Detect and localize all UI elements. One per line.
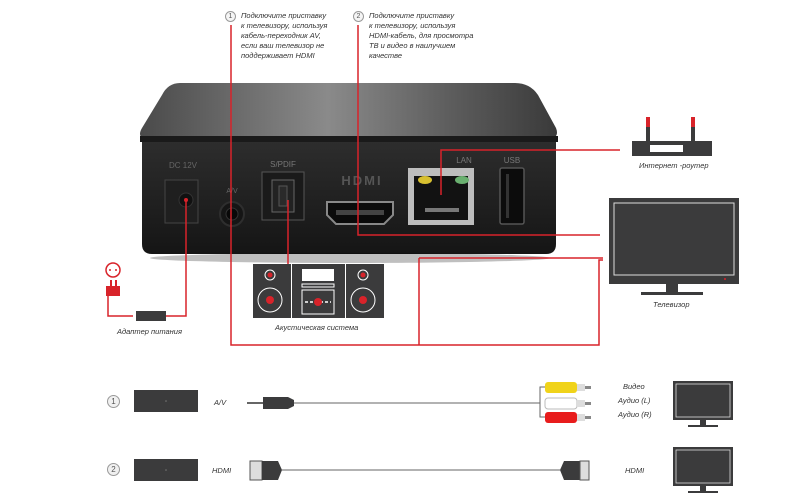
av-port <box>219 201 245 227</box>
instruction-2-text: Подключите приставку к телевизору, испол… <box>369 11 474 60</box>
hdmi-line <box>357 25 600 236</box>
lan-line <box>440 149 620 195</box>
spdif-port <box>261 171 305 221</box>
av-port-label: A/V <box>226 188 238 195</box>
speakers-label: Акустическая система <box>275 323 359 332</box>
usb-port <box>499 167 525 225</box>
tv-label: Телевизор <box>653 300 690 309</box>
router-label: Интернет -роутер <box>639 161 709 170</box>
hdmi-logo: HDMI <box>341 173 382 188</box>
box-top-surface <box>140 83 557 140</box>
tv-icon-large <box>609 198 739 295</box>
av-line <box>230 25 603 346</box>
usb-port-label: USB <box>504 156 520 165</box>
connection-2-badge: 2 <box>107 463 120 476</box>
box-front-panel <box>142 142 556 254</box>
audio-left-output-label: Аудио (L) <box>618 396 651 405</box>
power-port <box>164 179 199 224</box>
hdmi-cable-label: HDMI <box>212 466 232 475</box>
instruction-1-text: Подключите приставку к телевизору, испол… <box>241 11 328 60</box>
set-top-box: HDMI DC 12V A/V S/PDIF LAN USB <box>140 83 558 263</box>
speaker-system-icon <box>253 264 384 318</box>
av-connection-row <box>134 381 733 427</box>
lan-port-label: LAN <box>456 156 472 165</box>
spdif-port-label: S/PDIF <box>270 160 296 169</box>
hdmi-output-label: HDMI <box>625 466 645 475</box>
hdmi-connection-row <box>134 447 733 493</box>
router-icon <box>632 117 712 156</box>
step-1-badge: 1 <box>225 11 236 22</box>
power-adapter-icon <box>105 262 166 321</box>
power-port-label: DC 12V <box>169 161 198 170</box>
adapter-label: Адаптер питания <box>117 327 182 336</box>
hdmi-port <box>326 201 394 225</box>
video-output-label: Видео <box>623 382 645 391</box>
connection-1-badge: 1 <box>107 395 120 408</box>
step-2-badge: 2 <box>353 11 364 22</box>
connection-lines <box>107 25 620 346</box>
audio-right-output-label: Аудио (R) <box>618 410 652 419</box>
power-line <box>160 200 187 317</box>
av-cable-label: A/V <box>214 398 227 407</box>
